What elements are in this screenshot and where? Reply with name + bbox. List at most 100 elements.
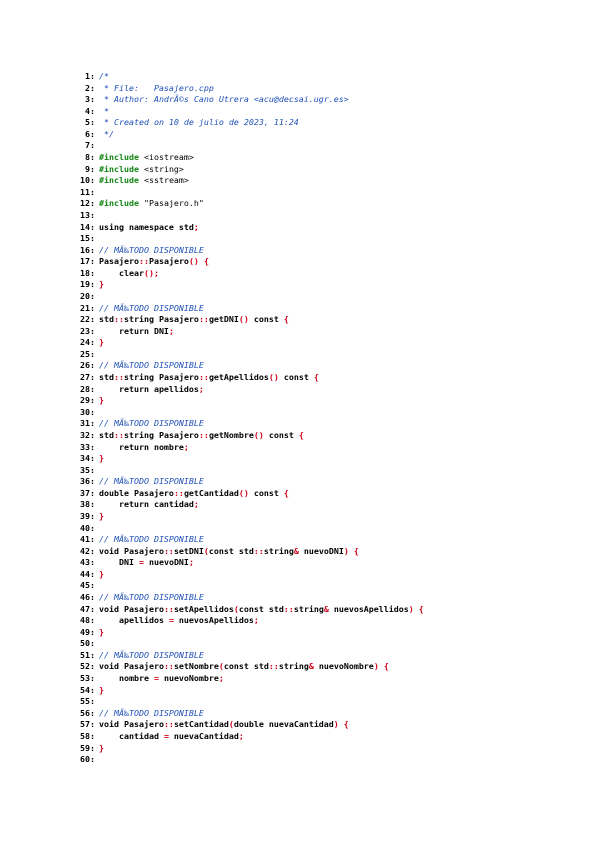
line-number: 33: — [80, 441, 95, 452]
line-number: 28: — [80, 383, 95, 394]
code-token: string — [263, 545, 294, 556]
code-line: 23: return DNI; — [78, 326, 578, 338]
code-token: { — [353, 545, 359, 556]
code-token: const — [248, 314, 284, 325]
line-number: 45: — [80, 580, 95, 591]
code-token: :: — [163, 661, 174, 672]
line-number: 10: — [80, 175, 95, 186]
line-number: 54: — [80, 684, 95, 695]
code-line: 53: nombre = nuevoNombre; — [78, 673, 578, 685]
code-line: 35: — [78, 465, 578, 477]
code-token: getNombre — [208, 429, 254, 440]
line-number: 49: — [80, 626, 95, 637]
code-token: string Pasajero — [124, 314, 199, 325]
code-token: double nuevaCantidad — [233, 719, 334, 730]
code-token: apellidos — [99, 615, 169, 626]
code-token: & — [293, 545, 299, 556]
code-line: 7: — [78, 140, 578, 152]
code-token: () — [253, 429, 264, 440]
code-token: string Pasajero — [124, 372, 199, 383]
code-line: 33: return nombre; — [78, 442, 578, 454]
line-number: 53: — [80, 673, 95, 684]
code-token: :: — [114, 314, 124, 325]
code-token: string — [278, 661, 309, 672]
code-token: getDNI — [208, 314, 239, 325]
code-line: 50: — [78, 638, 578, 650]
code-token: nuevosApellidos — [173, 615, 254, 626]
line-number: 51: — [80, 649, 95, 660]
code-line: 36:// MÃ‰TODO DISPONIBLE — [78, 476, 578, 488]
code-line: 24:} — [78, 337, 578, 349]
code-token: ; — [193, 499, 199, 510]
code-token: :: — [198, 314, 209, 325]
code-line: 2: * File: Pasajero.cpp — [78, 83, 578, 95]
code-line: 16:// MÃ‰TODO DISPONIBLE — [78, 245, 578, 257]
code-token: :: — [114, 429, 124, 440]
line-number: 30: — [80, 406, 95, 417]
code-token: nuevoNombre — [313, 661, 374, 672]
code-token: // MÃ‰TODO DISPONIBLE — [99, 707, 204, 718]
line-number: 32: — [80, 429, 95, 440]
line-number: 20: — [80, 290, 95, 301]
code-token: const std — [208, 545, 254, 556]
line-number: 3: — [85, 94, 95, 105]
code-token: ; — [238, 730, 244, 741]
code-token: void Pasajero — [99, 545, 164, 556]
code-token: :: — [268, 661, 279, 672]
code-token: (); — [143, 267, 159, 278]
code-token: ) — [373, 661, 379, 672]
code-line: 27:std::string Pasajero::getApellidos() … — [78, 372, 578, 384]
code-line: 38: return cantidad; — [78, 499, 578, 511]
code-token: ; — [168, 325, 174, 336]
code-token: { — [283, 487, 289, 498]
code-token: getCantidad — [183, 487, 239, 498]
code-token: // MÃ‰TODO DISPONIBLE — [99, 418, 204, 429]
code-token: */ — [99, 128, 114, 139]
line-number: 21: — [80, 302, 95, 313]
code-line: 18: clear(); — [78, 268, 578, 280]
line-number: 15: — [80, 233, 95, 244]
code-token: = — [138, 557, 144, 568]
code-line: 51:// MÃ‰TODO DISPONIBLE — [78, 650, 578, 662]
line-number: 37: — [80, 487, 95, 498]
line-number: 43: — [80, 557, 95, 568]
code-token: * Created on 10 de julio de 2023, 11:24 — [99, 117, 299, 128]
code-token: /* — [99, 71, 109, 81]
line-number: 47: — [80, 603, 95, 614]
code-token: <sstream> — [138, 175, 189, 186]
code-token: & — [323, 603, 329, 614]
line-number: 16: — [80, 244, 95, 255]
code-token: ) — [333, 719, 339, 730]
code-token: } — [99, 337, 104, 348]
code-line: 32:std::string Pasajero::getNombre() con… — [78, 430, 578, 442]
code-token: void Pasajero — [99, 661, 164, 672]
code-line: 59:} — [78, 743, 578, 755]
code-line: 8:#include <iostream> — [78, 152, 578, 164]
code-line: 45: — [78, 580, 578, 592]
code-line: 58: cantidad = nuevaCantidad; — [78, 731, 578, 743]
line-number: 55: — [80, 696, 95, 707]
line-number: 36: — [80, 476, 95, 487]
code-token: string Pasajero — [124, 429, 199, 440]
code-line: 44:} — [78, 569, 578, 581]
code-token: } — [99, 684, 104, 695]
code-token: nuevoNombre — [158, 673, 219, 684]
code-token: () — [238, 487, 249, 498]
line-number: 25: — [80, 348, 95, 359]
code-token: { — [383, 661, 389, 672]
code-token: :: — [163, 545, 174, 556]
code-token: setApellidos — [173, 603, 234, 614]
code-token: ; — [218, 673, 224, 684]
code-token: <iostream> — [138, 152, 194, 163]
code-line: 40: — [78, 523, 578, 535]
code-line: 15: — [78, 233, 578, 245]
line-number: 27: — [80, 372, 95, 383]
line-number: 57: — [80, 719, 95, 730]
code-token: { — [343, 719, 349, 730]
code-token: Pasajero — [99, 256, 139, 267]
line-number: 50: — [80, 638, 95, 649]
line-number: 4: — [85, 105, 95, 116]
code-token: ; — [253, 615, 259, 626]
code-token: #include — [99, 198, 139, 209]
code-line: 17:Pasajero::Pasajero() { — [78, 256, 578, 268]
